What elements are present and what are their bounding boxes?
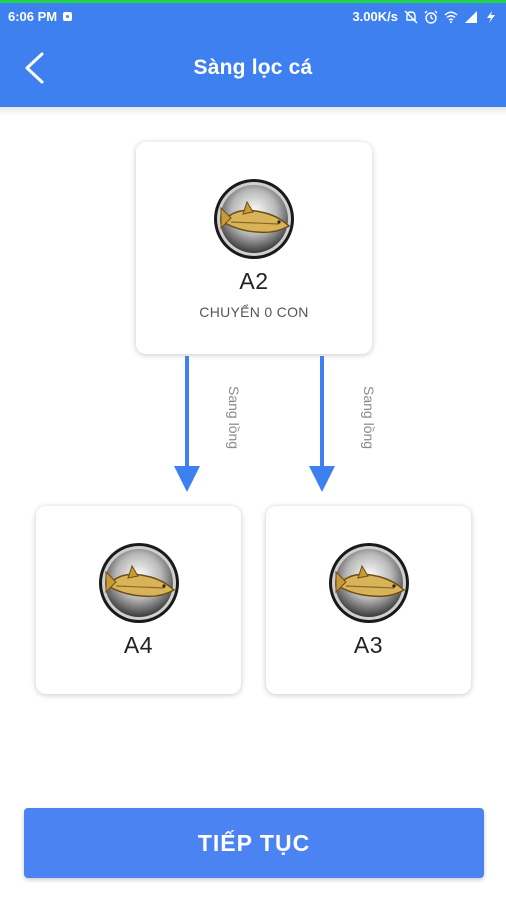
- battery-charging-icon: [487, 10, 495, 23]
- back-button[interactable]: [14, 48, 54, 88]
- continue-button[interactable]: TIẾP TỤC: [24, 808, 484, 878]
- target-tank-card[interactable]: A4: [36, 506, 241, 694]
- source-tank-card[interactable]: A2 CHUYỂN 0 CON: [136, 142, 372, 354]
- fish-icon: [328, 543, 409, 623]
- notification-icon: [63, 12, 73, 21]
- target-tank-name: A3: [353, 632, 384, 658]
- arrow-down-icon: [174, 466, 200, 492]
- app-bar: Sàng lọc cá: [0, 30, 506, 107]
- target-tank-name: A4: [123, 632, 154, 658]
- top-indicator-line: [0, 0, 506, 3]
- alarm-icon: [424, 10, 438, 24]
- status-time: 6:06 PM: [8, 9, 58, 24]
- network-speed: 3.00K/s: [352, 9, 398, 24]
- status-left: 6:06 PM: [8, 9, 73, 24]
- fish-icon: [214, 179, 294, 259]
- app-bar-shadow: [0, 107, 506, 115]
- target-tank-card[interactable]: A3: [266, 506, 471, 694]
- transfer-arrow-line: [320, 356, 324, 468]
- chevron-left-icon: [25, 52, 44, 84]
- mute-icon: [404, 10, 418, 23]
- transfer-label: Sang lồng: [226, 386, 242, 450]
- source-tank-transfer-count: CHUYỂN 0 CON: [199, 304, 309, 320]
- status-bar: 6:06 PM 3.00K/s: [0, 3, 506, 30]
- source-tank-name: A2: [239, 268, 269, 294]
- transfer-arrow-line: [185, 356, 189, 468]
- fish-icon: [98, 543, 179, 623]
- status-right: 3.00K/s: [352, 9, 498, 24]
- wifi-icon: [444, 11, 458, 23]
- page-title: Sàng lọc cá: [193, 56, 313, 79]
- arrow-down-icon: [309, 466, 335, 492]
- signal-icon: [465, 10, 477, 23]
- transfer-label: Sang lồng: [361, 386, 377, 450]
